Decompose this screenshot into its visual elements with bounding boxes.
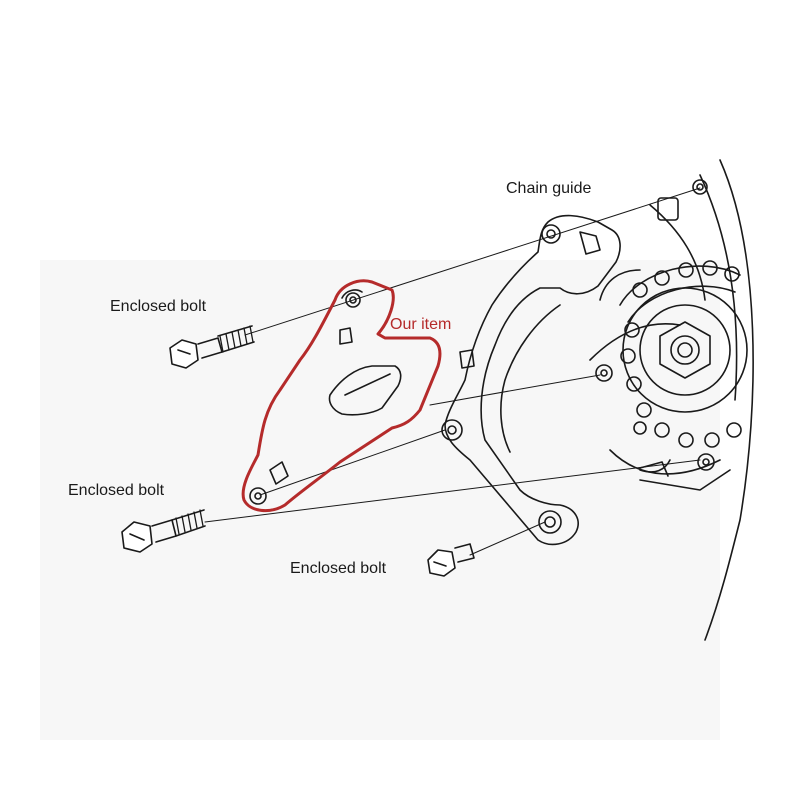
chain-guide (441, 214, 621, 546)
enclosed-bolt-label-bottom: Enclosed bolt (290, 560, 387, 577)
chain-guide-label: Chain guide (506, 180, 592, 197)
bolt-icon (169, 325, 255, 369)
assembly-lines (204, 187, 701, 556)
enclosed-bolt-label-top: Enclosed bolt (110, 298, 207, 315)
our-item-label: Our item (390, 316, 452, 333)
enclosed-bolt-label-left: Enclosed bolt (68, 482, 165, 499)
bolt-icon (121, 509, 206, 553)
chain-icon (619, 260, 742, 448)
bolt-icon (427, 543, 475, 577)
sprocket-icon (622, 287, 748, 413)
our-item-part (241, 279, 442, 513)
case-bolts (595, 179, 715, 477)
engine-case (589, 159, 754, 641)
